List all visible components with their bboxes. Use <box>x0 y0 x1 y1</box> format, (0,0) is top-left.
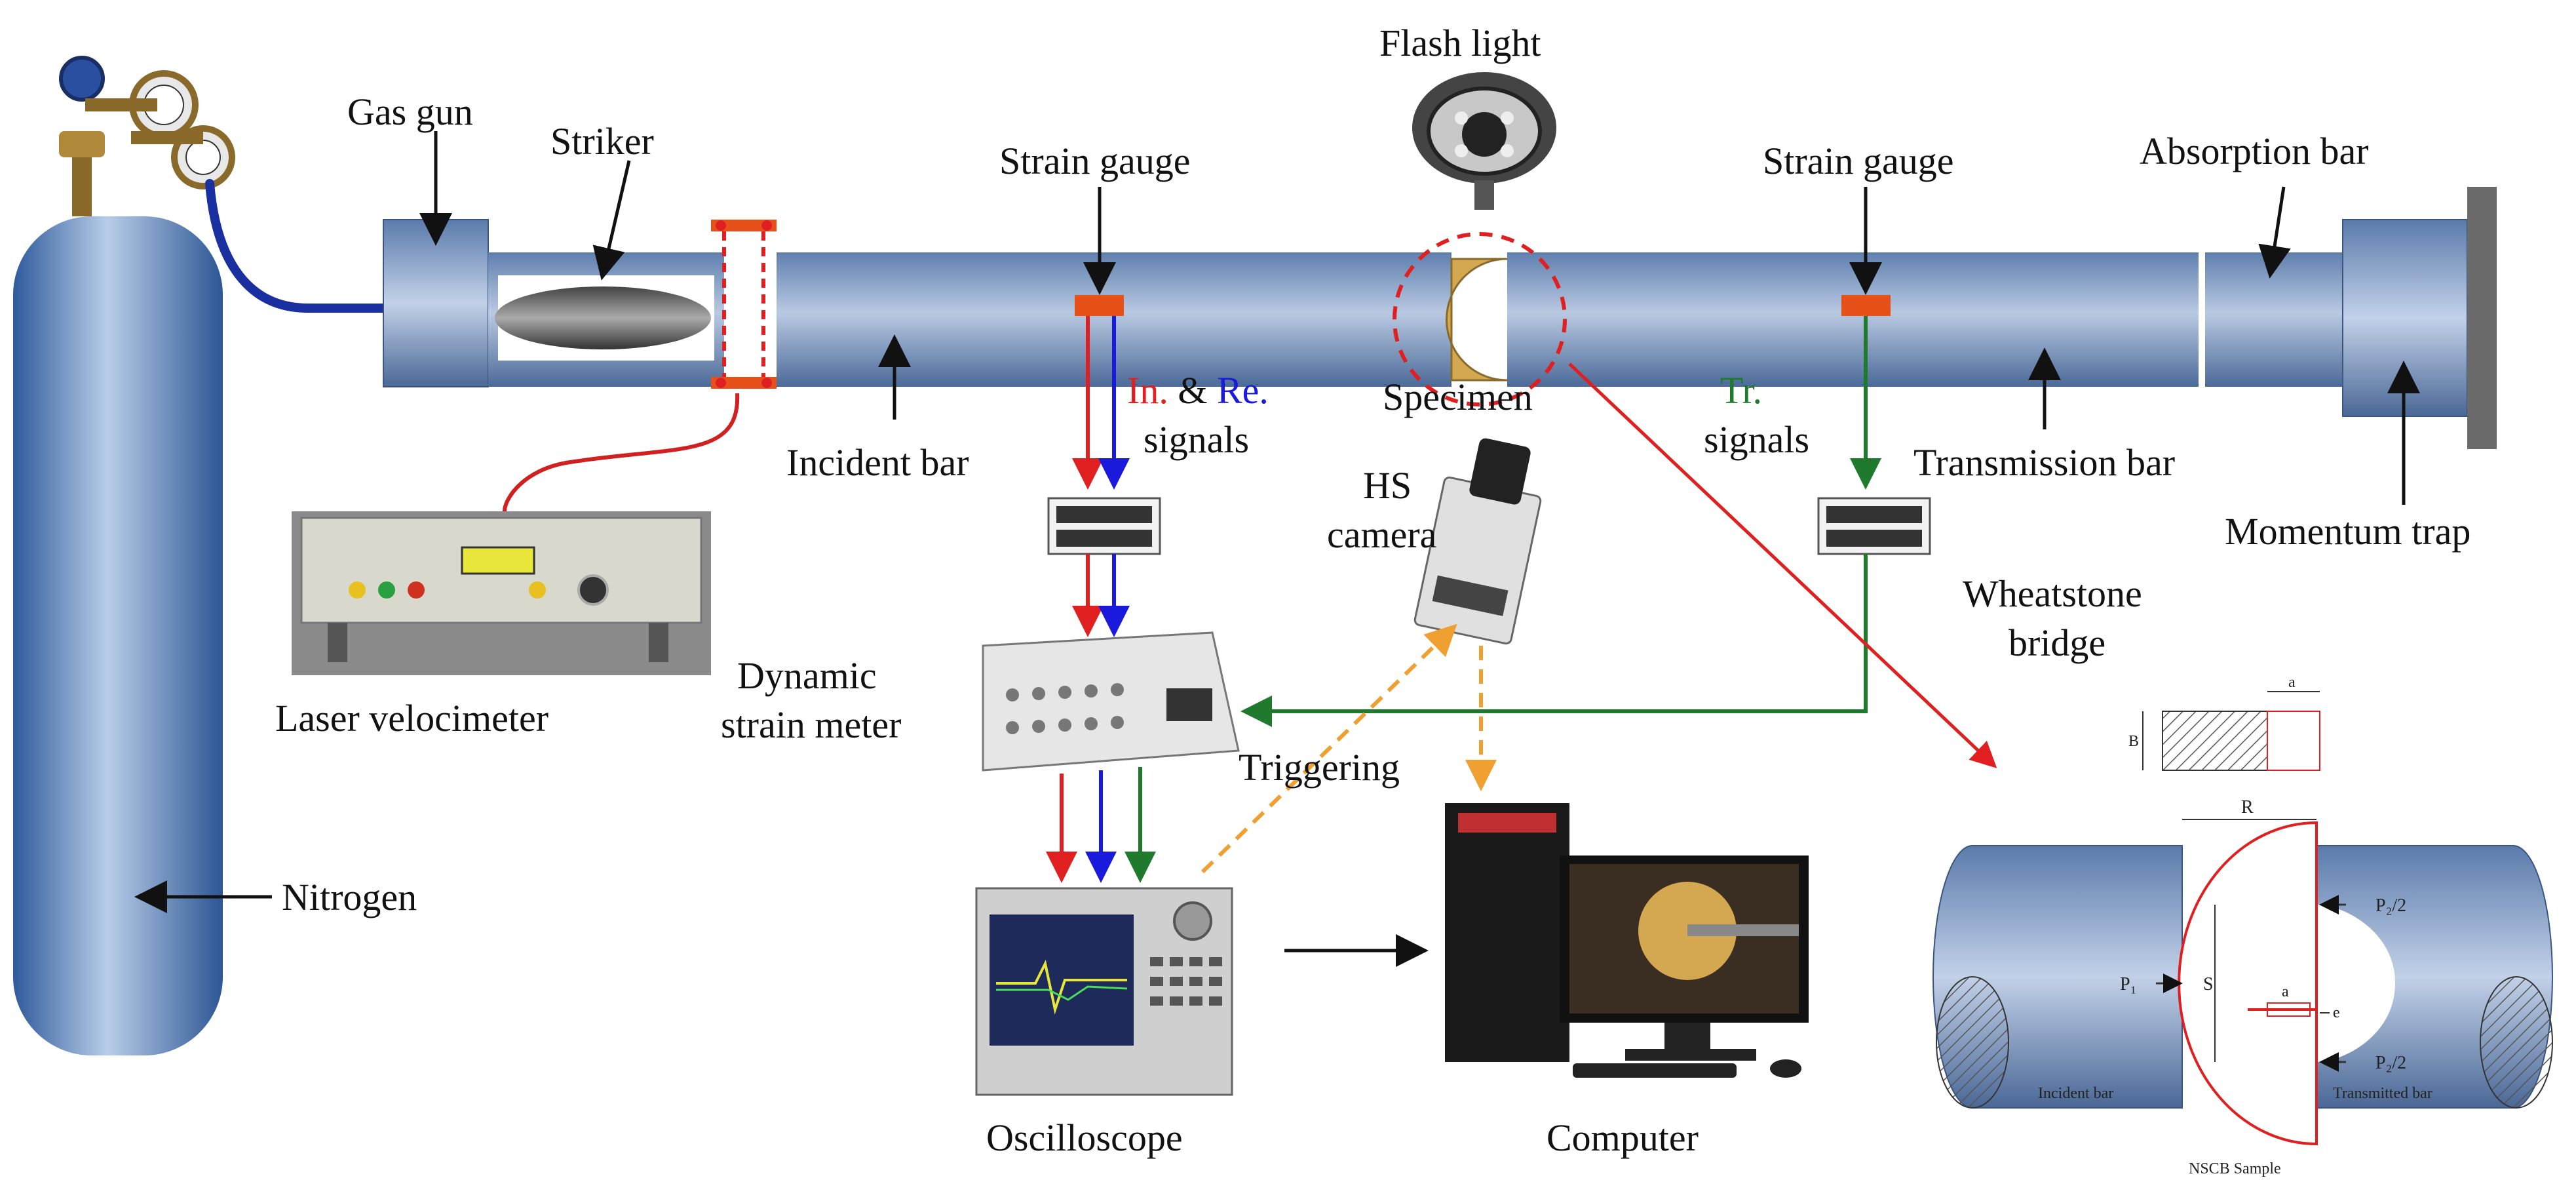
label-dynamic-1: Dynamic <box>737 654 877 697</box>
inset-label-incident-bar: Incident bar <box>2038 1085 2113 1102</box>
flash-light <box>1412 72 1556 210</box>
wheatstone-bridge-right <box>1817 497 1931 555</box>
label-strain-gauge-right: Strain gauge <box>1763 140 1954 182</box>
label-re: Re. <box>1217 369 1269 412</box>
inset-caption: NSCB Sample <box>2189 1160 2281 1177</box>
inset-specimen <box>2178 821 2318 1146</box>
gas-hose <box>205 179 388 313</box>
label-hs-camera-1: HS <box>1363 464 1412 507</box>
nitrogen-cylinder <box>13 56 235 1055</box>
dynamic-strain-meter <box>982 631 1240 772</box>
label-tr: Tr. <box>1720 369 1762 412</box>
label-striker: Striker <box>550 120 654 163</box>
label-absorption-bar: Absorption bar <box>2140 130 2369 172</box>
inset-s: S <box>2203 974 2214 994</box>
label-transmission-bar: Transmission bar <box>1913 441 2175 484</box>
trigger-arrow <box>1201 623 1457 874</box>
label-wheatstone-2: bridge <box>2009 621 2105 664</box>
laser-cable <box>503 393 740 512</box>
oscilloscope-device <box>975 887 1233 1096</box>
inset-r: R <box>2241 797 2254 817</box>
strain-gauge-left <box>1075 295 1124 316</box>
inset-label-transmitted-bar: Transmitted bar <box>2333 1085 2432 1102</box>
transmission-bar <box>1507 252 2199 387</box>
laser-velocimeter-device <box>292 511 711 675</box>
specimen-to-inset-arrow <box>1568 363 1997 768</box>
label-hs-camera-2: camera <box>1327 513 1436 556</box>
inset-a-mid: a <box>2282 983 2289 1000</box>
striker-pointer <box>592 160 631 281</box>
label-flash-light: Flash light <box>1379 22 1541 64</box>
hs-camera <box>1413 438 1542 645</box>
tr-signal-arrow-2 <box>1240 554 1868 727</box>
label-signals-left: signals <box>1144 418 1249 461</box>
specimen <box>1393 232 1567 406</box>
laser-gate <box>711 220 777 389</box>
absorption-bar <box>2205 252 2343 387</box>
label-oscilloscope: Oscilloscope <box>986 1116 1183 1159</box>
label-wheatstone-1: Wheatstone <box>1963 572 2142 615</box>
striker <box>495 286 711 349</box>
absorption-pointer <box>2258 186 2291 279</box>
label-gas-gun: Gas gun <box>347 90 473 133</box>
label-computer: Computer <box>1547 1116 1699 1159</box>
label-nitrogen: Nitrogen <box>282 876 417 918</box>
computer-device <box>1445 803 1809 1078</box>
label-laser-velocimeter: Laser velocimeter <box>275 697 548 739</box>
label-in: In. <box>1127 369 1168 412</box>
inset-p1: P₁ <box>2120 974 2136 994</box>
inset-section-hatch <box>2162 711 2268 771</box>
nscb-inset: a B R S a e P₁ P₂/2 P₂/2 Incident bar <box>1932 674 2553 1177</box>
gas-gun-block <box>383 219 489 387</box>
wheatstone-bridge-left <box>1047 497 1161 555</box>
inset-b-side: B <box>2128 733 2139 750</box>
label-triggering: Triggering <box>1239 746 1400 789</box>
label-strain-gauge-left: Strain gauge <box>999 140 1191 182</box>
label-signals-right: signals <box>1704 418 1809 461</box>
inset-a-top: a <box>2288 674 2296 691</box>
inset-e: e <box>2333 1004 2340 1021</box>
label-amp: & <box>1168 369 1217 412</box>
strain-gauge-right <box>1841 295 1891 316</box>
inset-p2-top: P₂/2 <box>2375 895 2406 916</box>
inset-section-notch <box>2267 711 2320 771</box>
label-in-re: In. & Re. <box>1127 369 1269 412</box>
label-momentum-trap: Momentum trap <box>2225 510 2470 553</box>
label-dynamic-2: strain meter <box>721 703 901 746</box>
label-specimen: Specimen <box>1383 376 1533 418</box>
label-incident-bar: Incident bar <box>786 441 969 484</box>
momentum-trap-plate <box>2467 187 2497 449</box>
inset-p2-bottom: P₂/2 <box>2375 1053 2406 1073</box>
